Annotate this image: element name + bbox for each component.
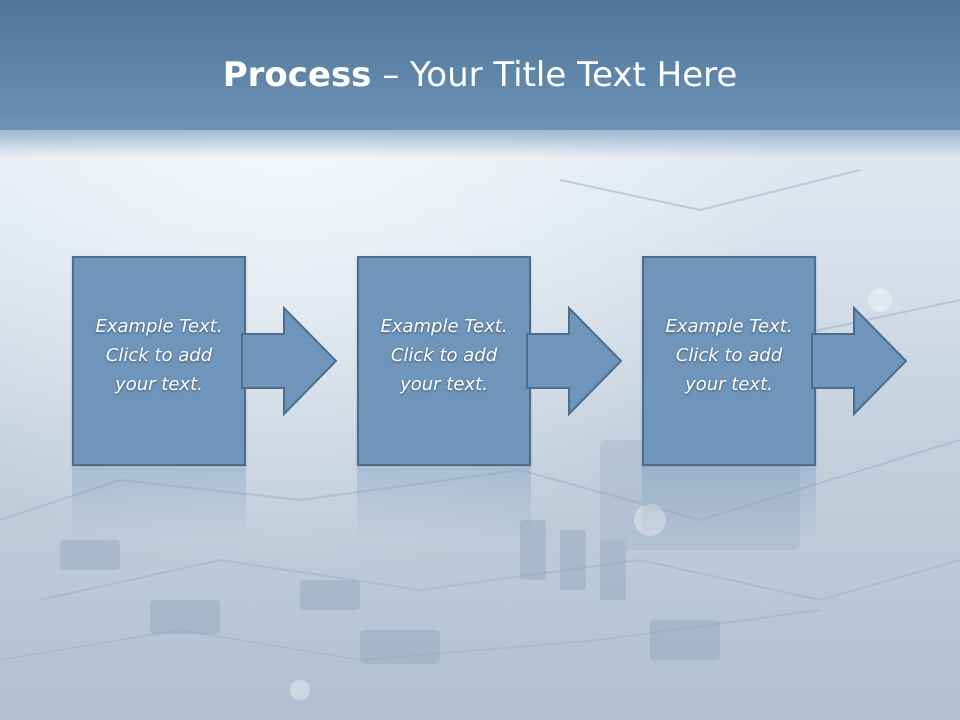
step-text-line: Example Text. xyxy=(665,316,793,337)
step-text-line: Click to add xyxy=(390,345,498,366)
step-text-line: your text. xyxy=(115,374,203,395)
step-text-line: Example Text. xyxy=(95,316,223,337)
step-box[interactable]: Example Text. Click to add your text. xyxy=(357,256,531,466)
step-text-line: Click to add xyxy=(675,345,783,366)
step-text[interactable]: Example Text. Click to add your text. xyxy=(74,312,244,399)
process-step-2[interactable]: Example Text. Click to add your text. xyxy=(357,256,623,538)
arrow-right-icon xyxy=(811,306,908,416)
process-step-3[interactable]: Example Text. Click to add your text. xyxy=(642,256,908,538)
arrow-right-icon xyxy=(241,306,338,416)
step-box[interactable]: Example Text. Click to add your text. xyxy=(642,256,816,466)
step-reflection xyxy=(72,468,246,538)
step-reflection xyxy=(357,468,531,538)
step-text-line: Click to add xyxy=(105,345,213,366)
process-step-1[interactable]: Example Text. Click to add your text. xyxy=(72,256,338,538)
title-band xyxy=(0,0,960,130)
step-reflection xyxy=(642,468,816,538)
slide-title[interactable]: Process – Your Title Text Here xyxy=(0,50,960,100)
title-strong: Process xyxy=(222,55,372,95)
arrow-right-icon xyxy=(526,306,623,416)
title-rest: – Your Title Text Here xyxy=(371,55,738,95)
title-band-fade xyxy=(0,118,960,158)
step-text[interactable]: Example Text. Click to add your text. xyxy=(644,312,814,399)
step-text-line: your text. xyxy=(685,374,773,395)
step-box[interactable]: Example Text. Click to add your text. xyxy=(72,256,246,466)
step-text[interactable]: Example Text. Click to add your text. xyxy=(359,312,529,399)
step-text-line: Example Text. xyxy=(380,316,508,337)
step-text-line: your text. xyxy=(400,374,488,395)
